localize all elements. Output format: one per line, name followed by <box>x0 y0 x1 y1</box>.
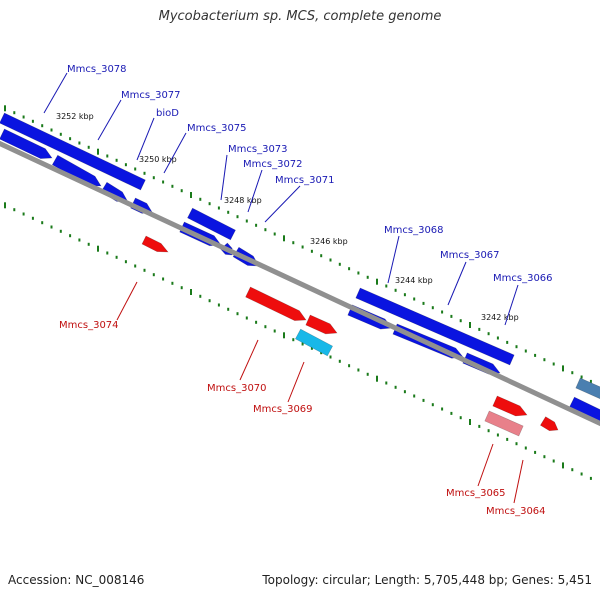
leader-line <box>387 235 400 284</box>
kbp-label: 3242 kbp <box>481 313 519 322</box>
leader-line <box>447 261 467 306</box>
kbp-label: 3244 kbp <box>395 276 433 285</box>
leader-line <box>504 284 519 326</box>
gene-label: Mmcs_3070 <box>207 383 267 394</box>
leader-line <box>477 443 494 487</box>
label-leaders <box>43 72 524 504</box>
gene-label: bioD <box>156 108 179 119</box>
topology-text: Topology: circular; Length: 5,705,448 bp… <box>262 573 592 587</box>
leader-line <box>247 169 263 213</box>
gene-label: Mmcs_3069 <box>253 404 313 415</box>
reverse-gene-block <box>492 395 528 417</box>
gene-label: Mmcs_3078 <box>67 64 127 75</box>
forward-gene-block <box>187 207 236 241</box>
forward-gene-block <box>100 181 129 203</box>
gene-label: Mmcs_3064 <box>486 506 546 517</box>
leader-line <box>97 99 122 141</box>
gene-label: Mmcs_3067 <box>440 250 500 261</box>
leader-line <box>264 185 301 223</box>
reverse-gene-block <box>294 328 334 357</box>
leader-line <box>513 459 524 504</box>
map-title: Mycobacterium sp. MCS, complete genome <box>158 9 442 24</box>
forward-gene-block <box>355 287 515 366</box>
forward-gene-block <box>0 112 146 191</box>
reverse-gene-block <box>539 416 559 432</box>
kbp-label: 3248 kbp <box>224 196 262 205</box>
leader-line <box>239 339 259 381</box>
leader-line <box>136 117 155 161</box>
gene-label: Mmcs_3077 <box>121 90 181 101</box>
gene-label: Mmcs_3071 <box>275 175 335 186</box>
forward-gene-block <box>0 128 53 159</box>
kbp-label: 3252 kbp <box>56 112 94 121</box>
gene-label: Mmcs_3072 <box>243 159 303 170</box>
gene-labels: Mmcs_3078 Mmcs_3077 bioD Mmcs_3075 Mmcs_… <box>59 64 553 517</box>
gene-label: Mmcs_3073 <box>228 144 288 155</box>
leader-line <box>43 72 68 114</box>
reverse-gene-block <box>245 286 307 321</box>
leader-line <box>116 281 138 321</box>
kbp-label: 3246 kbp <box>310 237 348 246</box>
kbp-label: 3250 kbp <box>139 155 177 164</box>
gene-label: Mmcs_3074 <box>59 320 119 331</box>
tick-marks <box>4 105 592 480</box>
gene-label: Mmcs_3065 <box>446 488 506 499</box>
genome-backbone <box>0 140 600 427</box>
kbp-labels: 3252 kbp 3250 kbp 3248 kbp 3246 kbp 3244… <box>56 112 519 322</box>
leader-line <box>287 361 305 403</box>
forward-gene-block <box>462 352 501 375</box>
leader-line <box>163 132 187 174</box>
gene-label: Mmcs_3066 <box>493 273 553 284</box>
gene-label: Mmcs_3075 <box>187 123 247 134</box>
accession-text: Accession: NC_008146 <box>8 573 145 587</box>
reverse-gene-block <box>141 235 169 253</box>
gene-label: Mmcs_3068 <box>384 225 444 236</box>
reverse-gene-block <box>484 410 524 437</box>
reverse-gene-block <box>305 314 338 335</box>
reverse-gene-block <box>575 377 600 400</box>
leader-line <box>220 154 228 201</box>
